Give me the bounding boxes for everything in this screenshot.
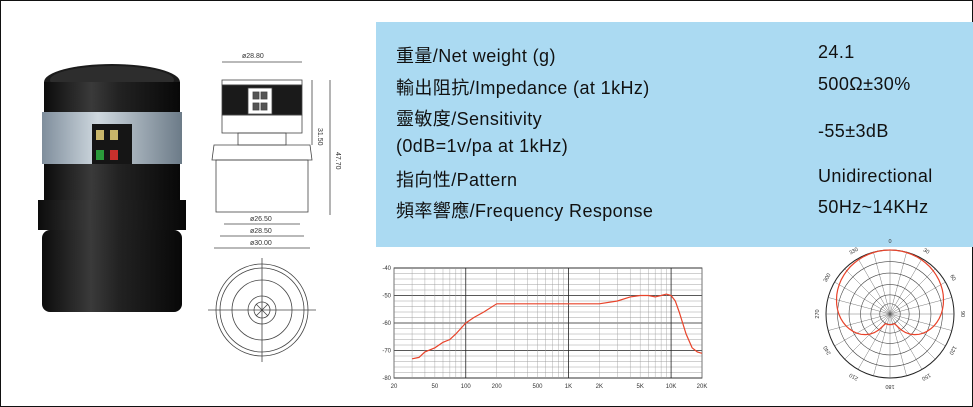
dim-height-b-label: 47.70 — [334, 152, 341, 170]
x-tick-label: 20 — [391, 384, 398, 390]
spec-value: -55±3dB — [818, 121, 889, 141]
dim-top-label: ø28.80 — [242, 53, 264, 60]
spec-value: Unidirectional — [818, 166, 933, 186]
polar-spoke — [889, 313, 923, 370]
dim-bottom-3-label: ø30.00 — [250, 240, 272, 247]
x-tick-label: 50 — [432, 384, 439, 390]
spec-row-pattern: 指向性/Pattern Unidirectional — [376, 166, 973, 196]
polar-pattern-chart: 0 30 60 90 120 150 180 210 240 270 300 330 — [815, 239, 965, 389]
angle-tick-label: 330 — [849, 247, 860, 257]
response-curve — [411, 293, 703, 360]
technical-drawing: ø28.80 ø26.50 ø28.50 ø30.00 31.50 47.70 — [208, 53, 341, 362]
cartridge-photo — [38, 64, 186, 312]
angle-tick-label: 210 — [849, 371, 860, 381]
spec-label: 指向性/Pattern — [396, 170, 518, 190]
spec-value: 24.1 — [818, 42, 855, 62]
angle-tick-label: 270 — [815, 309, 821, 318]
spec-value: 50Hz~14KHz — [818, 197, 929, 217]
angle-tick-label: 30 — [922, 248, 930, 256]
polar-spoke — [873, 252, 891, 315]
spec-label: 重量/Net weight (g) — [396, 46, 556, 66]
x-tick-label: 500 — [533, 384, 544, 390]
spec-row-sensitivity-ref: (0dB=1v/pa at 1kHz) -55±3dB — [376, 121, 973, 166]
angle-tick-label: 150 — [921, 371, 932, 381]
polar-spoke — [889, 297, 952, 315]
polar-spoke — [844, 313, 891, 360]
x-tick-label: 5K — [637, 384, 644, 390]
angle-tick-label: 120 — [947, 345, 957, 356]
x-tick-label: 2K — [596, 384, 603, 390]
angle-tick-label: 0 — [888, 239, 891, 245]
spec-row-net-weight: 重量/Net weight (g) 24.1 — [376, 42, 973, 72]
polar-spoke — [889, 313, 936, 360]
x-tick-label: 100 — [461, 384, 472, 390]
polar-spoke — [857, 258, 891, 315]
angle-tick-label: 60 — [948, 274, 956, 282]
spec-label: 靈敏度/Sensitivity — [396, 109, 543, 129]
spec-row-frequency-response: 頻率響應/Frequency Response 50Hz~14KHz — [376, 197, 973, 227]
polar-spoke — [844, 268, 891, 315]
polar-spoke — [889, 252, 907, 315]
y-tick-label: -80 — [382, 376, 391, 382]
polar-spoke — [828, 297, 891, 315]
x-tick-label: 10K — [666, 384, 677, 390]
y-tick-label: -70 — [382, 349, 391, 355]
polar-spoke — [834, 313, 891, 347]
y-tick-label: -60 — [382, 321, 391, 327]
angle-tick-label: 240 — [823, 345, 833, 356]
polar-spoke — [889, 268, 936, 315]
polar-spoke — [834, 281, 891, 315]
angle-tick-label: 90 — [959, 311, 965, 317]
spec-value: 500Ω±30% — [818, 74, 911, 94]
spec-row-sensitivity: 靈敏度/Sensitivity — [376, 105, 973, 135]
dim-bottom-1-label: ø26.50 — [250, 216, 272, 223]
angle-tick-label: 180 — [885, 383, 894, 389]
spec-row-impedance: 輸出阻抗/Impedance (at 1kHz) 500Ω±30% — [376, 74, 973, 104]
polar-pattern-curve — [835, 249, 945, 336]
x-tick-label: 1K — [565, 384, 572, 390]
polar-spoke — [889, 258, 923, 315]
polar-spoke — [828, 313, 891, 331]
angle-tick-label: 300 — [823, 273, 833, 284]
polar-spoke — [889, 313, 952, 331]
x-tick-label: 20K — [697, 384, 708, 390]
spec-label: 輸出阻抗/Impedance (at 1kHz) — [396, 78, 650, 98]
polar-spoke — [889, 281, 946, 315]
x-tick-label: 200 — [492, 384, 503, 390]
polar-spoke — [857, 313, 891, 370]
y-tick-label: -50 — [382, 294, 391, 300]
spec-label: (0dB=1v/pa at 1kHz) — [396, 136, 569, 156]
spec-label: 頻率響應/Frequency Response — [396, 201, 654, 221]
polar-spoke — [889, 313, 946, 347]
spec-panel: 重量/Net weight (g) 24.1 輸出阻抗/Impedance (a… — [376, 22, 973, 247]
y-tick-label: -40 — [382, 266, 391, 272]
dim-bottom-2-label: ø28.50 — [250, 228, 272, 235]
dim-height-a-label: 31.50 — [316, 128, 323, 146]
